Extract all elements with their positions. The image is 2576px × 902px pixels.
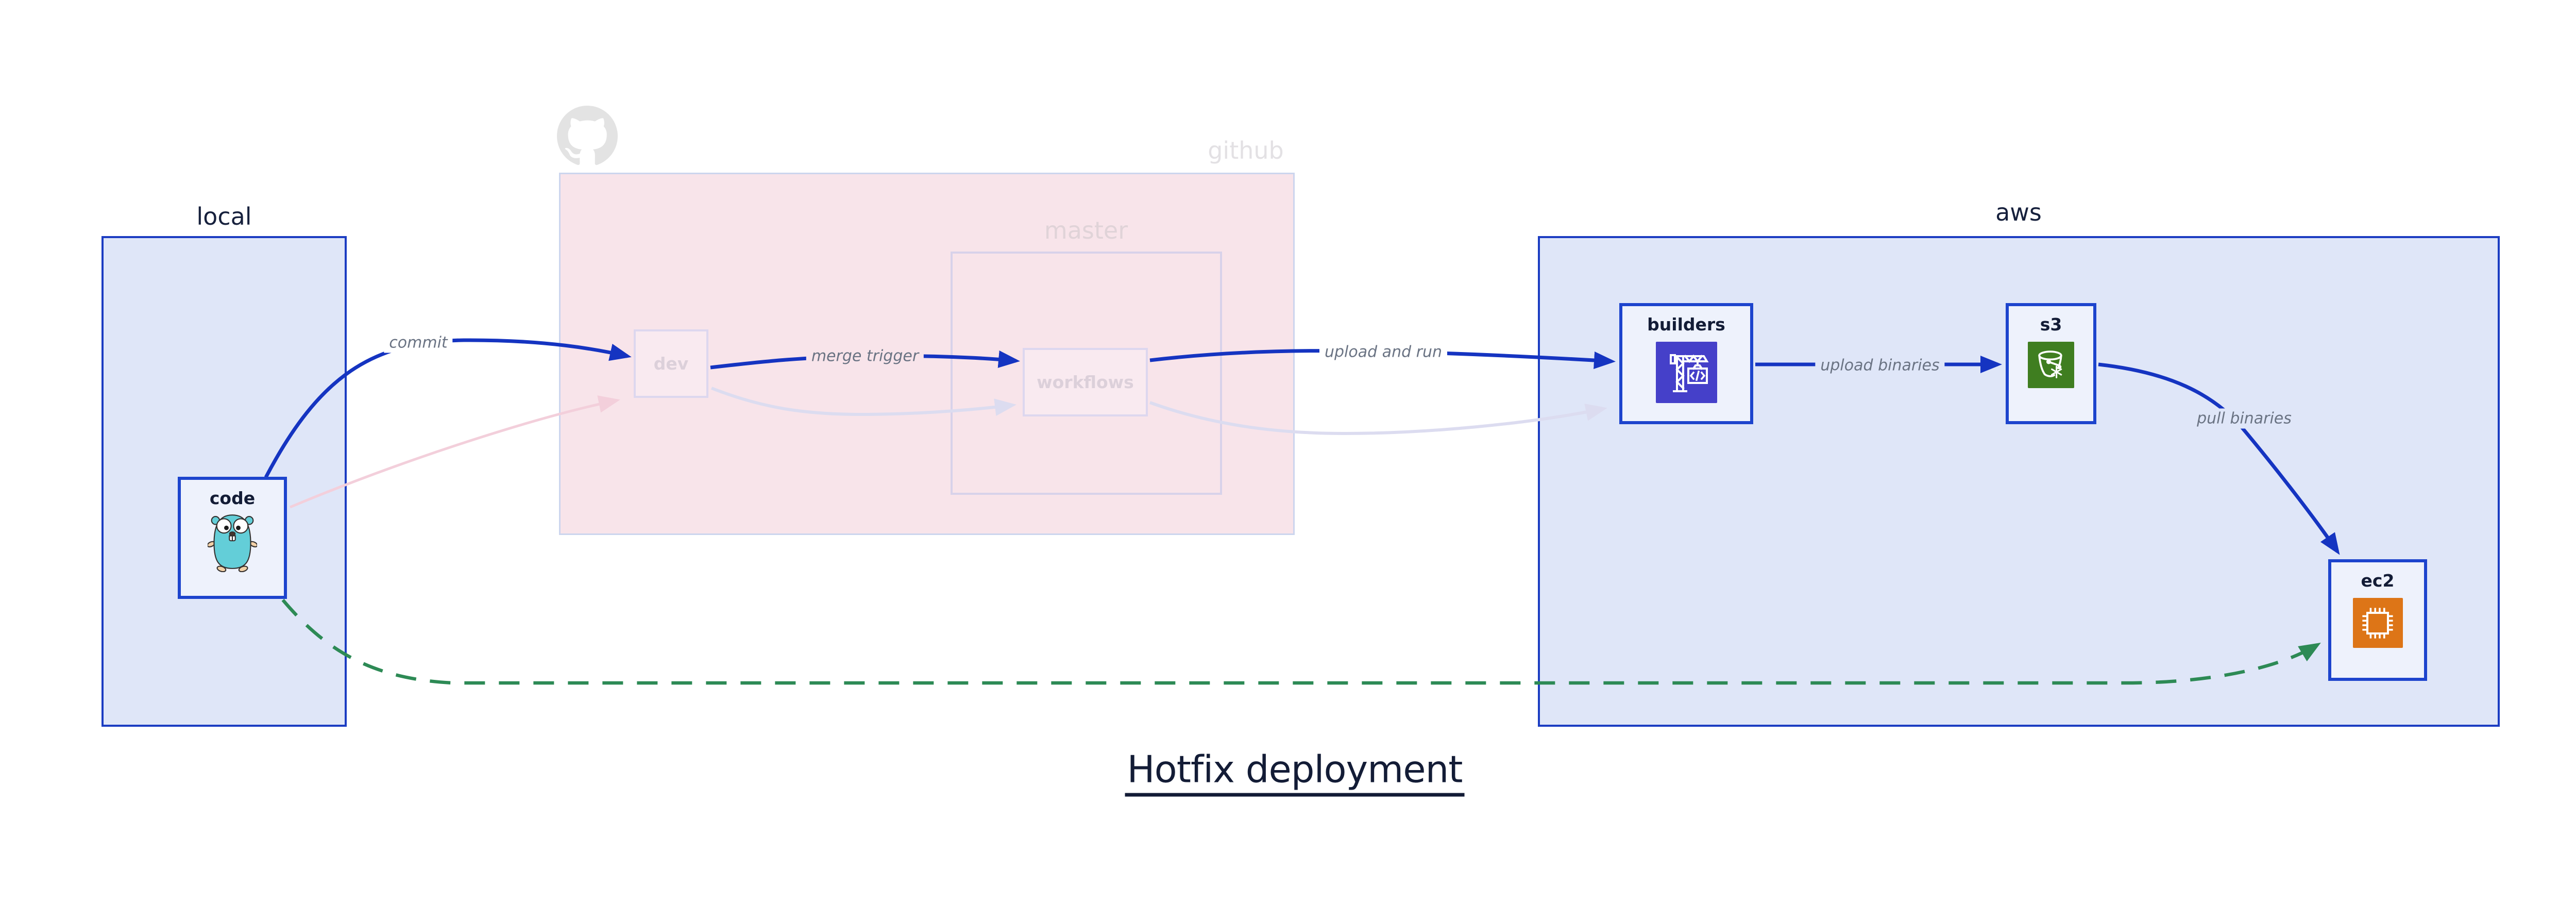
node-s3-label: s3	[2040, 314, 2062, 335]
node-workflows-label: workflows	[1037, 372, 1134, 392]
edge-label-commit: commit	[384, 332, 453, 353]
edge-label-upload-and-run: upload and run	[1319, 342, 1448, 362]
node-builders: builders	[1619, 303, 1753, 424]
group-master	[951, 252, 1222, 495]
node-code-label: code	[209, 488, 256, 508]
edge-hotfix-direct	[281, 598, 2321, 685]
edge-pull-binaries	[2098, 362, 2340, 555]
gopher-icon	[207, 511, 258, 573]
github-logo-icon	[557, 106, 618, 166]
s3-glacier-bucket-icon	[2028, 342, 2074, 388]
edge-label-upload-binaries: upload binaries	[1815, 355, 1945, 376]
edge-label-merge-trigger: merge trigger	[806, 346, 924, 366]
group-github-label: github	[1208, 137, 1284, 164]
group-local-label: local	[196, 203, 252, 230]
node-code: code	[178, 477, 287, 599]
edge-dev-workflows-faded	[710, 387, 1016, 416]
node-s3: s3	[2006, 303, 2096, 424]
node-workflows: workflows	[1023, 348, 1148, 416]
group-aws-label: aws	[1995, 198, 2042, 226]
edge-label-pull-binaries: pull binaries	[2192, 408, 2297, 429]
node-ec2: ec2	[2328, 559, 2427, 681]
edge-workflows-builders-faded	[1149, 401, 1607, 436]
node-dev-label: dev	[653, 354, 689, 374]
edge-commit	[264, 338, 632, 478]
codebuild-crane-icon	[1655, 342, 1717, 403]
ec2-chip-icon	[2352, 598, 2403, 648]
edge-code-dev-faded	[290, 395, 620, 509]
group-master-label: master	[1044, 216, 1128, 244]
node-ec2-label: ec2	[2361, 571, 2395, 591]
node-builders-label: builders	[1647, 314, 1725, 335]
node-dev: dev	[634, 329, 708, 398]
diagram-title: Hotfix deployment	[1125, 748, 1465, 797]
